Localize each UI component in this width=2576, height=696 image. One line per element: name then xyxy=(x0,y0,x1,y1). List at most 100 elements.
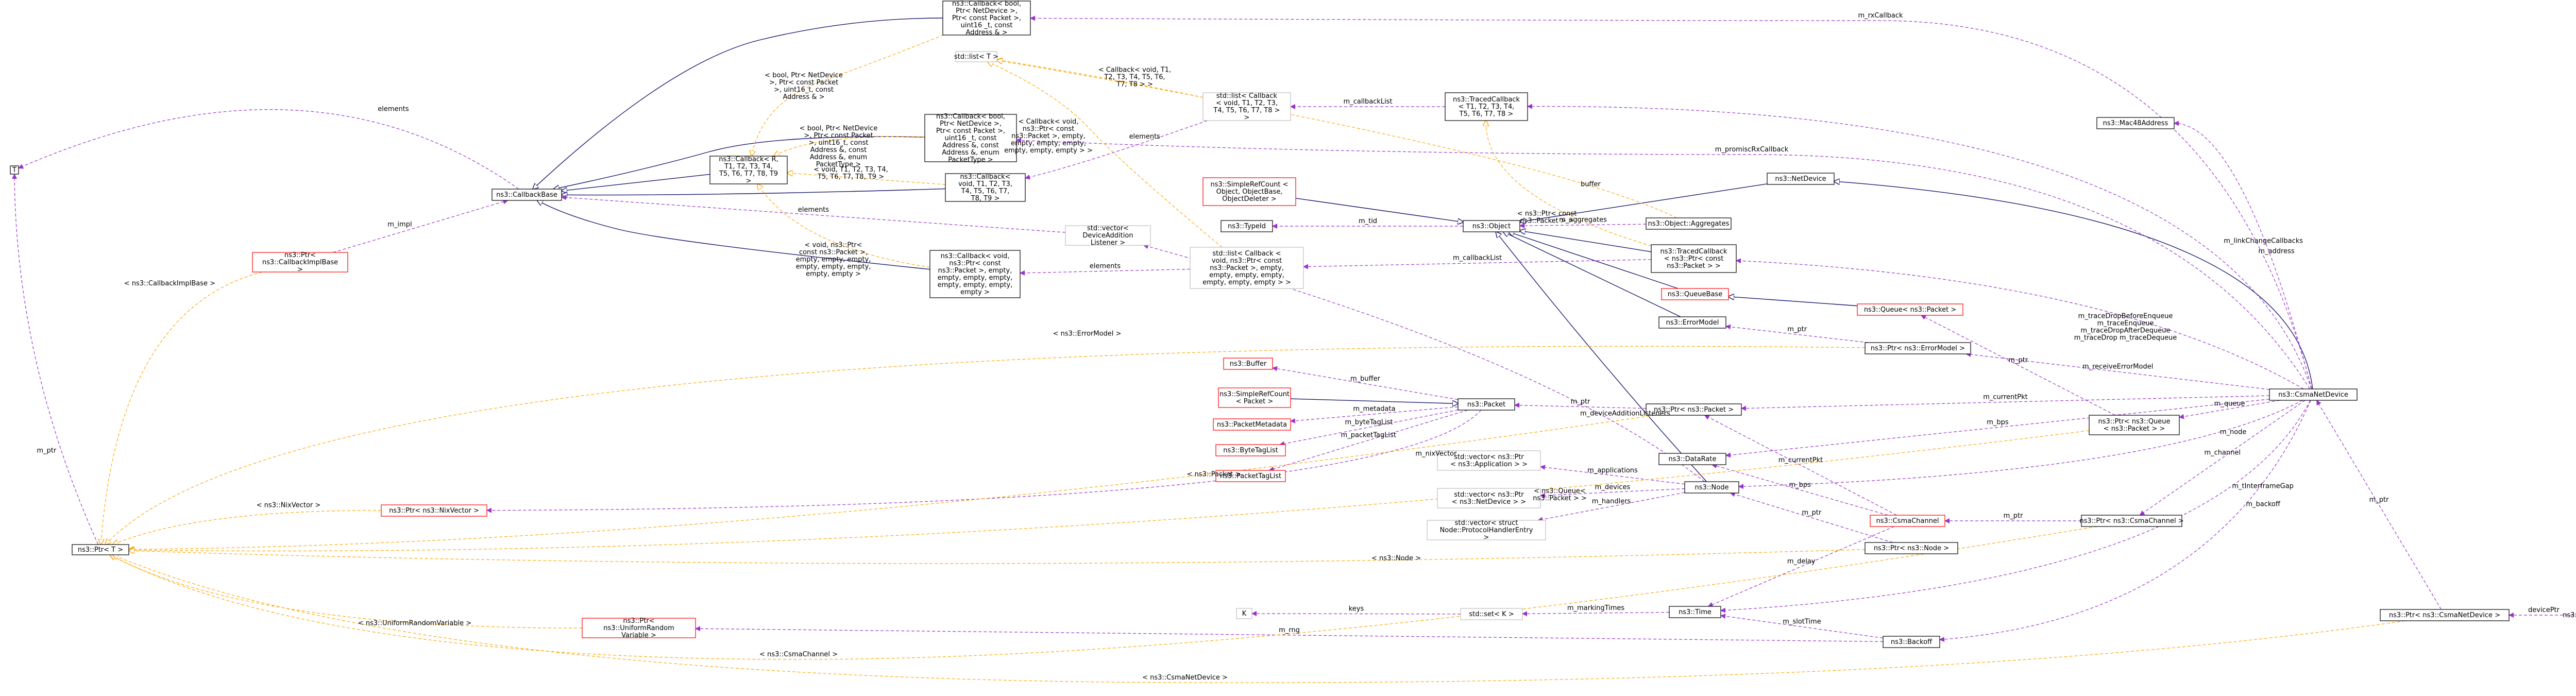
edge-label-text: m_ptr xyxy=(1802,509,1822,517)
class-node-label: ns3::TracedCallback xyxy=(1453,96,1520,104)
class-node-traced-callback-packet[interactable]: ns3::TracedCallback< ns3::Ptr< constns3:… xyxy=(1651,244,1737,273)
edge-use-backoff-to-ptr-uniform-rv xyxy=(695,626,1884,642)
class-node-csma-channel[interactable]: ns3::CsmaChannel xyxy=(1870,515,1945,527)
class-node-simple-ref-count-object[interactable]: ns3::SimpleRefCount <Object, ObjectBase,… xyxy=(1202,177,1296,206)
edge-label-text: Address &, enum xyxy=(810,154,867,161)
class-node-queue-packet[interactable]: ns3::Queue< ns3::Packet > xyxy=(1857,303,1963,316)
class-node-ptr-packet[interactable]: ns3::Ptr< ns3::Packet > xyxy=(1646,403,1742,416)
edge-use-csma-net-device-to-ptr-queue xyxy=(2179,400,2280,419)
edge-label-m-buffer: m_buffer xyxy=(1350,375,1381,383)
edge-label-text: < ns3::CsmaChannel > xyxy=(759,651,838,658)
class-node-label: empty > xyxy=(960,288,990,296)
class-node-simple-ref-count-packet[interactable]: ns3::SimpleRefCount< Packet > xyxy=(1218,387,1291,408)
class-node-label: Object, ObjectBase, xyxy=(1216,188,1283,196)
class-node-object[interactable]: ns3::Object xyxy=(1463,220,1520,232)
class-node-label: ns3::Queue< ns3::Packet > xyxy=(1864,306,1956,314)
class-node-std-list-t[interactable]: std::list< T > xyxy=(954,51,998,62)
class-node-std-vector-netdev[interactable]: std::vector< ns3::Ptr< ns3::NetDevice > … xyxy=(1437,488,1541,508)
class-node-callback-r-t1-t9[interactable]: ns3::Callback< R,T1, T2, T3, T4,T5, T6, … xyxy=(709,156,788,185)
edge-label-text: m_ptr xyxy=(37,447,57,455)
class-node-type-id[interactable]: ns3::TypeId xyxy=(1221,220,1273,232)
class-node-label: ns3::Callback< R, xyxy=(719,156,778,163)
edge-label-callback-impl-base: < ns3::CallbackImplBase > xyxy=(124,280,215,287)
class-node-ptr-nix-vector[interactable]: ns3::Ptr< ns3::NixVector > xyxy=(381,504,487,517)
class-node-packet[interactable]: ns3::Packet xyxy=(1458,398,1515,411)
edge-use-packet-to-packet-tag-list xyxy=(1268,410,1468,472)
class-node-data-rate[interactable]: ns3::DataRate xyxy=(1658,453,1726,465)
class-node-buffer[interactable]: ns3::Buffer xyxy=(1223,358,1273,370)
class-node-ptr-uniform-rv[interactable]: ns3::Ptr<ns3::UniformRandomVariable > xyxy=(582,617,696,639)
class-node-csma-net-device[interactable]: ns3::CsmaNetDevice xyxy=(2269,388,2358,401)
class-node-packet-tag-list[interactable]: ns3::PacketTagList xyxy=(1215,470,1286,482)
edge-label-bool-ptr-netdevice-short: < bool, Ptr< NetDevice>, Ptr< const Pack… xyxy=(765,72,843,101)
edge-label-text: m_ptr xyxy=(1571,398,1591,406)
edge-label-m-bps-a: m_bps xyxy=(1987,419,2009,427)
class-node-label: ObjectDeleter > xyxy=(1222,195,1276,203)
class-node-label: ns3::Callback< bool, xyxy=(952,0,1021,8)
edge-label-void-ptr-const-packet: < Callback< void,ns3::Ptr< constns3::Pac… xyxy=(1004,118,1093,155)
class-node-callback-void-t1-t9[interactable]: ns3::Callback<void, T1, T2, T3,T4, T5, T… xyxy=(945,173,1026,202)
class-node-callback-base[interactable]: ns3::CallbackBase xyxy=(492,189,562,201)
edge-label-text: m_slotTime xyxy=(1783,618,1821,626)
edge-label-m-receiveErrorModel: m_receiveErrorModel xyxy=(2082,363,2153,371)
class-node-box xyxy=(1870,515,1945,527)
class-node-box xyxy=(1865,542,1958,554)
class-node-ptr-csma-net-device[interactable]: ns3::Ptr< ns3::CsmaNetDevice > xyxy=(2380,609,2510,621)
class-node-std-vector-protohandler[interactable]: std::vector< structNode::ProtocolHandler… xyxy=(1427,519,1546,541)
class-node-box xyxy=(1883,636,1940,648)
class-node-backoff[interactable]: ns3::Backoff xyxy=(1883,636,1940,648)
class-node-std-list-callback-ptr[interactable]: std::list< Callback <void, ns3::Ptr< con… xyxy=(1190,247,1304,289)
class-node-ptr-node[interactable]: ns3::Ptr< ns3::Node > xyxy=(1865,542,1958,554)
class-node-ptr-csma-channel[interactable]: ns3::Ptr< ns3::CsmaChannel > xyxy=(2079,515,2184,527)
edge-label-text: T7, T8 > > xyxy=(1116,81,1153,89)
edge-label-void-ptr-packet-empty: < void, ns3::Ptr<const ns3::Packet >,emp… xyxy=(796,241,871,278)
class-node-callback-bool-netdevice[interactable]: ns3::Callback< bool,Ptr< NetDevice >,Ptr… xyxy=(942,0,1031,37)
class-node-byte-tag-list[interactable]: ns3::ByteTagList xyxy=(1215,444,1286,456)
class-node-std-set-k[interactable]: std::set< K > xyxy=(1460,608,1523,620)
class-node-box xyxy=(2380,609,2510,621)
edge-label-text: < void, ns3::Ptr< xyxy=(804,241,862,249)
edge-inh-csma-net-device-to-net-device xyxy=(1834,181,2313,389)
edge-label-text: m_ptr xyxy=(2004,512,2024,520)
edge-label-m-deviceAdditionListeners: m_deviceAdditionListeners xyxy=(1580,410,1670,418)
class-node-ptr-callback-impl-base[interactable]: ns3::Ptr<ns3::CallbackImplBase> xyxy=(252,251,348,274)
class-node-k[interactable]: K xyxy=(1236,608,1252,619)
edge-label-m-queue: m_queue xyxy=(2214,400,2245,408)
class-node-box xyxy=(1215,470,1286,482)
class-node-label: ns3::ByteTagList xyxy=(1223,447,1278,454)
class-node-time[interactable]: ns3::Time xyxy=(1669,606,1721,618)
class-node-ptr-error-model[interactable]: ns3::Ptr< ns3::ErrorModel > xyxy=(1865,342,1971,354)
class-node-std-vector-app[interactable]: std::vector< ns3::Ptr< ns3::Application … xyxy=(1437,450,1541,471)
edge-label-text: < void, T1, T2, T3, T4, xyxy=(814,166,888,174)
class-node-ptr-t[interactable]: ns3::Ptr< T > xyxy=(72,544,129,555)
edge-label-text: < ns3::NixVector > xyxy=(257,501,321,509)
class-node-queue-base[interactable]: ns3::QueueBase xyxy=(1661,288,1729,300)
class-node-box xyxy=(1460,608,1523,620)
edge-label-text: m_byteTagList xyxy=(1345,418,1393,426)
class-node-net-device[interactable]: ns3::NetDevice xyxy=(1767,173,1835,185)
class-node-csma-device-rec[interactable]: ns3::CsmaDeviceRec xyxy=(2563,609,2576,621)
class-node-t[interactable]: T xyxy=(10,165,19,175)
edge-tpl-std-list-callback-t1-to-std-list-t xyxy=(997,60,1204,98)
class-node-traced-callback[interactable]: ns3::TracedCallback< T1, T2, T3, T4,T5, … xyxy=(1445,92,1528,121)
class-node-packet-metadata[interactable]: ns3::PacketMetadata xyxy=(1213,418,1291,431)
class-node-ptr-queue[interactable]: ns3::Ptr< ns3::Queue< ns3::Packet > > xyxy=(2089,415,2180,435)
edge-label-text: < ns3::UniformRandomVariable > xyxy=(358,620,471,627)
edge-inh-simple-ref-count-packet-to-packet xyxy=(1290,398,1458,403)
class-node-std-list-callback-t1[interactable]: std::list< Callback< void, T1, T2, T3,T4… xyxy=(1202,92,1291,122)
edge-label-text: elements xyxy=(1129,133,1161,141)
class-node-error-model[interactable]: ns3::ErrorModel xyxy=(1658,316,1726,329)
class-node-label: ns3::NetDevice xyxy=(1775,175,1826,183)
class-node-callback-void-ptr-packet[interactable]: ns3::Callback< void,ns3::Ptr< constns3::… xyxy=(929,250,1021,298)
class-node-box xyxy=(709,156,788,184)
edge-label-m-impl: m_impl xyxy=(387,221,412,229)
edge-label-elements-t: elements xyxy=(378,106,409,113)
class-node-callback-bool-netdevice-full[interactable]: ns3::Callback< bool,Ptr< NetDevice >,Ptr… xyxy=(924,113,1017,164)
class-node-label: uint16 _t, const xyxy=(945,134,997,142)
class-node-mac48[interactable]: ns3::Mac48Address xyxy=(2096,117,2175,129)
class-node-node[interactable]: ns3::Node xyxy=(1684,481,1739,494)
edge-use-time-to-std-set-k xyxy=(1522,611,1670,617)
class-node-label: ns3::Object::Aggregates xyxy=(1648,220,1730,228)
class-node-object-aggregates[interactable]: ns3::Object::Aggregates xyxy=(1646,217,1732,230)
